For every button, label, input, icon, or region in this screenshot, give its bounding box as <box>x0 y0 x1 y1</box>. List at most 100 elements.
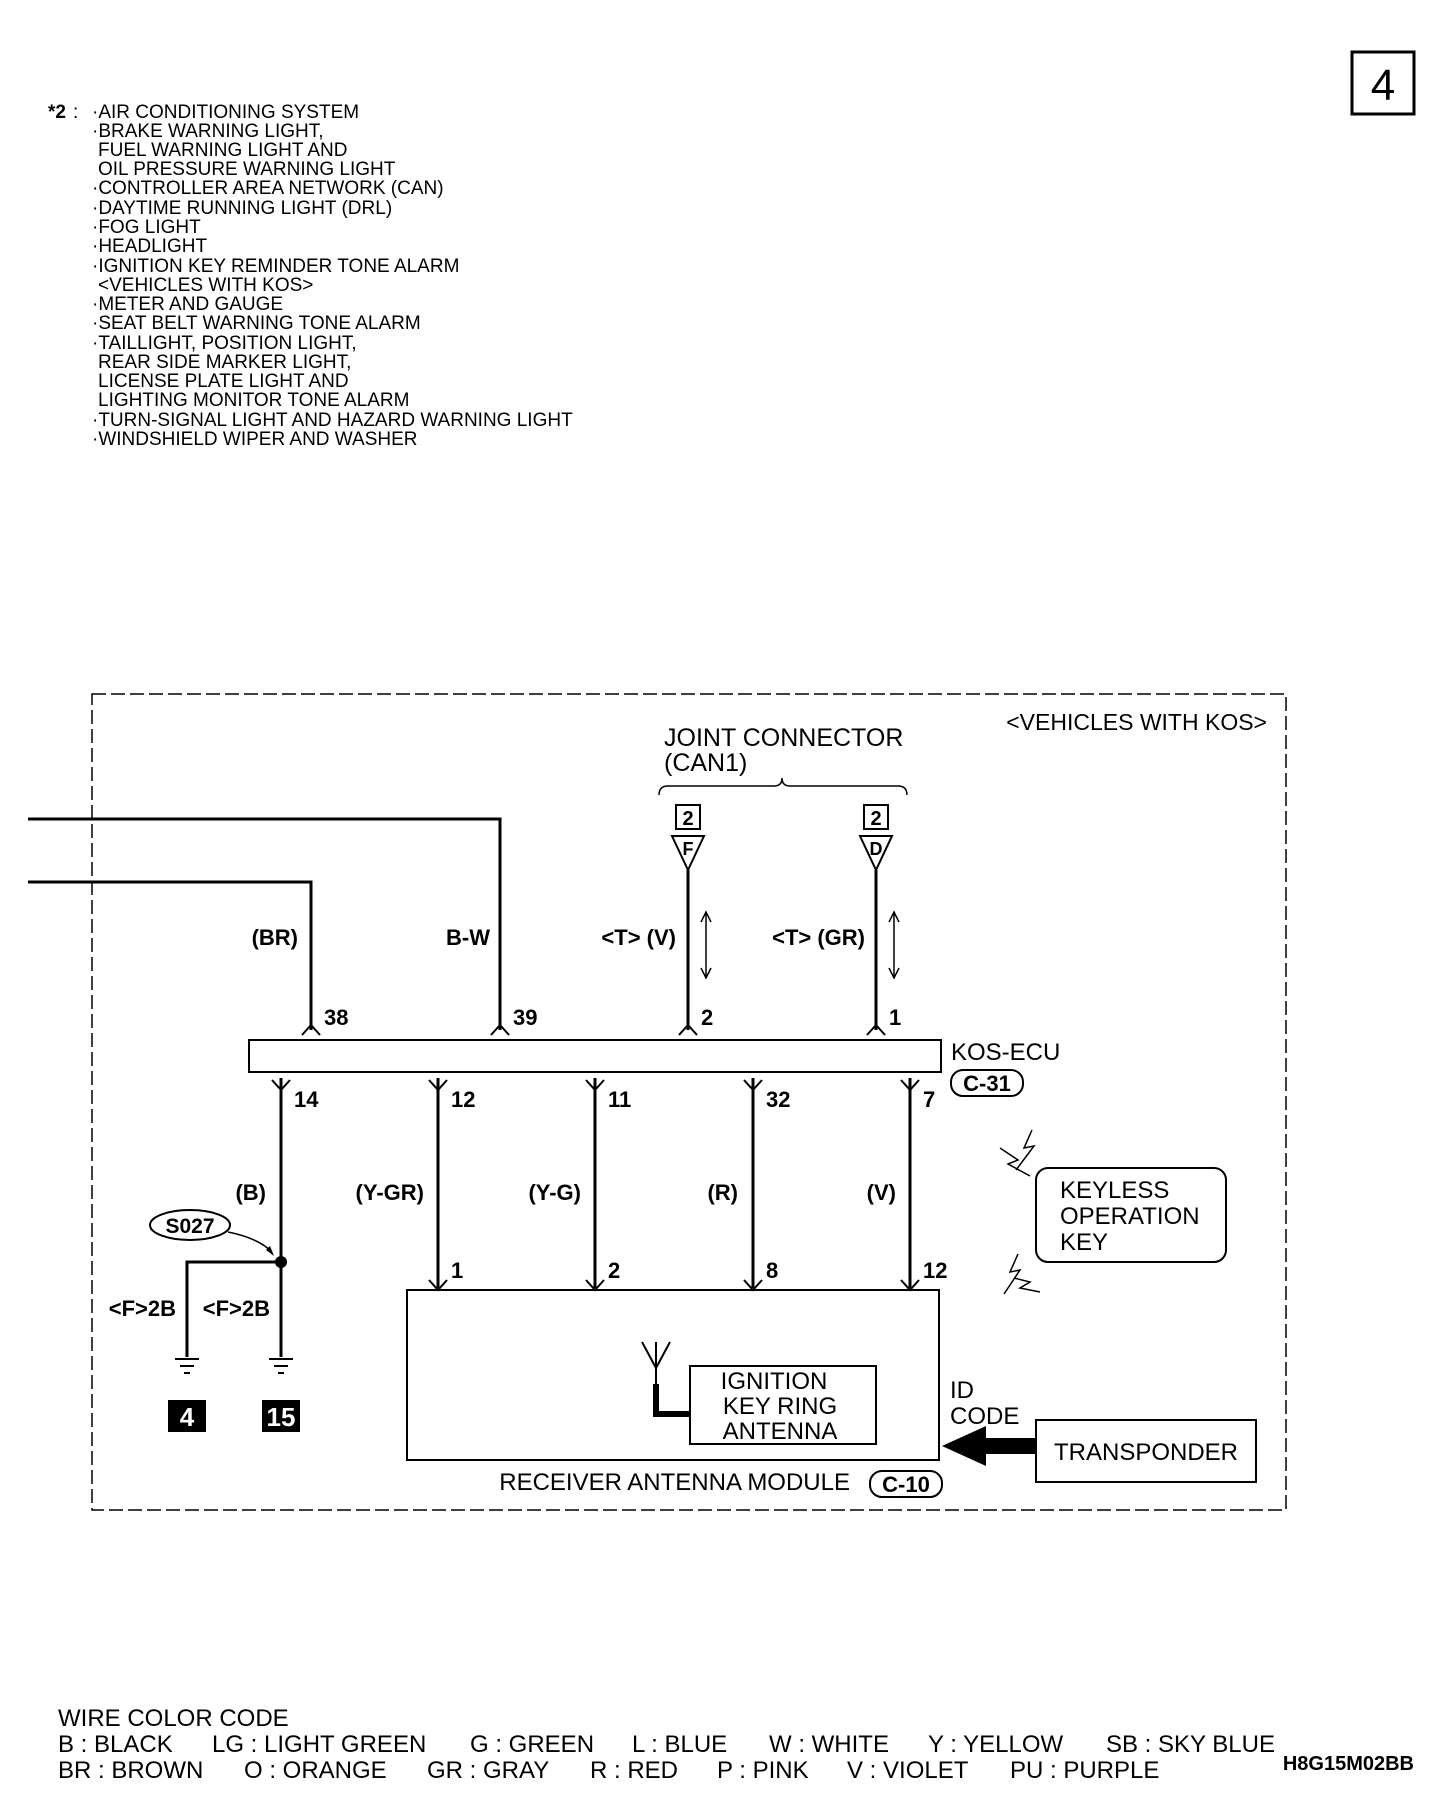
connector-ref-number: 2 <box>870 808 881 830</box>
legend-item: G : GREEN <box>470 1731 594 1758</box>
wire-color-v: (V) <box>867 1180 896 1205</box>
wire-b-ground-branch <box>185 1260 281 1357</box>
module-pin-8: 8 <box>766 1258 778 1283</box>
wire-color-r: (R) <box>707 1180 738 1205</box>
keyless-key-box <box>1035 1167 1227 1263</box>
note-line: ·WINDSHIELD WIPER AND WASHER <box>92 429 418 450</box>
page-number-box <box>1350 50 1416 116</box>
note-line: ·FOG LIGHT <box>92 217 201 238</box>
legend-item: LG : LIGHT GREEN <box>212 1731 426 1758</box>
ground-label-right: <F>2B <box>203 1296 270 1321</box>
note-line: ·CONTROLLER AREA NETWORK (CAN) <box>92 178 444 199</box>
ecu-pin-1: 1 <box>889 1005 901 1030</box>
page-number: 4 <box>1371 61 1395 110</box>
legend-title: WIRE COLOR CODE <box>58 1705 289 1732</box>
wire-color-br: (BR) <box>252 925 298 950</box>
receiver-antenna-module-box <box>406 1289 940 1461</box>
notes-list: ·AIR CONDITIONING SYSTEM ·BRAKE WARNING … <box>92 102 573 450</box>
note-line: ·DAYTIME RUNNING LIGHT (DRL) <box>92 198 392 219</box>
note-line: ·IGNITION KEY REMINDER TONE ALARM <box>92 256 459 277</box>
legend-item: PU : PURPLE <box>1010 1757 1159 1784</box>
bottom-wires <box>185 1078 912 1357</box>
transponder-label: TRANSPONDER <box>1054 1439 1238 1466</box>
wire-b-w <box>28 817 502 1030</box>
note-line: LIGHTING MONITOR TONE ALARM <box>98 390 409 411</box>
legend-item: O : ORANGE <box>244 1757 387 1784</box>
kos-ecu-label: KOS-ECU <box>951 1039 1060 1066</box>
note-line: ·BRAKE WARNING LIGHT, <box>92 121 324 142</box>
ecu-pin-11: 11 <box>608 1087 631 1112</box>
legend-row-1: B : BLACK LG : LIGHT GREEN G : GREEN L :… <box>58 1731 1275 1758</box>
id-code-line: ID <box>950 1377 974 1404</box>
ground-number-left: 4 <box>180 1402 195 1432</box>
wireless-signal-icon <box>999 1147 1031 1177</box>
splice-label: S027 <box>165 1215 214 1238</box>
ecu-pin-2: 2 <box>701 1005 713 1030</box>
antenna-box-line: KEY RING <box>723 1393 837 1420</box>
id-code-arrow-shaft <box>982 1438 1036 1454</box>
antenna-box-line: ANTENNA <box>723 1418 838 1445</box>
connector-letter: D <box>870 839 883 859</box>
wire-br <box>28 880 313 1030</box>
kos-region-border <box>91 693 1287 1511</box>
can-bidirectional-arrows <box>700 910 900 980</box>
notes-colon: : <box>73 102 78 123</box>
joint-connector-f: 2 F <box>670 804 706 873</box>
connector-ref-number: 2 <box>682 808 693 830</box>
module-pin-12: 12 <box>923 1258 947 1283</box>
note-line: <VEHICLES WITH KOS> <box>98 275 313 296</box>
wire-color-y-g: (Y-G) <box>528 1180 581 1205</box>
kos-ecu-bar <box>248 1039 942 1073</box>
joint-connector-title: JOINT CONNECTOR <box>664 724 903 752</box>
legend-item: Y : YELLOW <box>928 1731 1064 1758</box>
connector-triangle <box>670 835 706 873</box>
legend-item: B : BLACK <box>58 1731 173 1758</box>
ecu-pin-32: 32 <box>766 1087 790 1112</box>
legend-item: GR : GRAY <box>427 1757 549 1784</box>
notes-marker: *2 <box>48 102 66 123</box>
wire-color-y-gr: (Y-GR) <box>356 1180 424 1205</box>
splice-badge <box>149 1209 231 1241</box>
figure-code: H8G15M02BB <box>1283 1753 1414 1775</box>
transponder-box <box>1035 1419 1257 1483</box>
ground-number-box-left <box>168 1400 206 1432</box>
ecu-pin-12: 12 <box>451 1087 475 1112</box>
joint-connector-d: 2 D <box>858 804 894 873</box>
kos-ecu-connector-badge <box>950 1069 1024 1097</box>
wire-color-b: (B) <box>235 1180 266 1205</box>
legend-row-2: BR : BROWN O : ORANGE GR : GRAY R : RED … <box>58 1757 1159 1784</box>
note-line: ·AIR CONDITIONING SYSTEM <box>92 102 359 123</box>
id-code-arrow-head <box>942 1426 986 1466</box>
legend-item: L : BLUE <box>632 1731 727 1758</box>
wire-color-b-w: B-W <box>446 925 490 950</box>
note-line: ·SEAT BELT WARNING TONE ALARM <box>92 313 421 334</box>
wire-color-t-v: <T> (V) <box>601 925 676 950</box>
splice-leader-arrow <box>266 1246 274 1256</box>
legend-item: V : VIOLET <box>847 1757 969 1784</box>
joint-connector-brace <box>658 777 908 796</box>
keyless-key-line: OPERATION <box>1060 1203 1200 1230</box>
note-line: ·HEADLIGHT <box>92 236 207 257</box>
keyless-key-line: KEY <box>1060 1229 1108 1256</box>
legend-item: W : WHITE <box>769 1731 889 1758</box>
connector-triangle <box>858 835 894 873</box>
ecu-pin-14: 14 <box>294 1087 319 1112</box>
antenna-box-line: IGNITION <box>721 1368 828 1395</box>
ecu-pin-38: 38 <box>324 1005 348 1030</box>
legend-item: P : PINK <box>717 1757 809 1784</box>
receiver-module-label: RECEIVER ANTENNA MODULE <box>499 1469 850 1496</box>
region-label: <VEHICLES WITH KOS> <box>1006 709 1267 735</box>
wireless-signal-icon <box>1015 1129 1036 1171</box>
ground-symbol-left <box>175 1358 199 1374</box>
ecu-pin-39: 39 <box>513 1005 537 1030</box>
connector-ref-box <box>675 804 701 830</box>
connector-letter: F <box>683 839 694 859</box>
legend-item: SB : SKY BLUE <box>1106 1731 1275 1758</box>
legend-item: BR : BROWN <box>58 1757 203 1784</box>
id-code-line: CODE <box>950 1403 1019 1430</box>
wire-color-t-gr: <T> (GR) <box>772 925 865 950</box>
wireless-signal-icon <box>1013 1277 1041 1293</box>
ecu-pin-7: 7 <box>923 1087 935 1112</box>
